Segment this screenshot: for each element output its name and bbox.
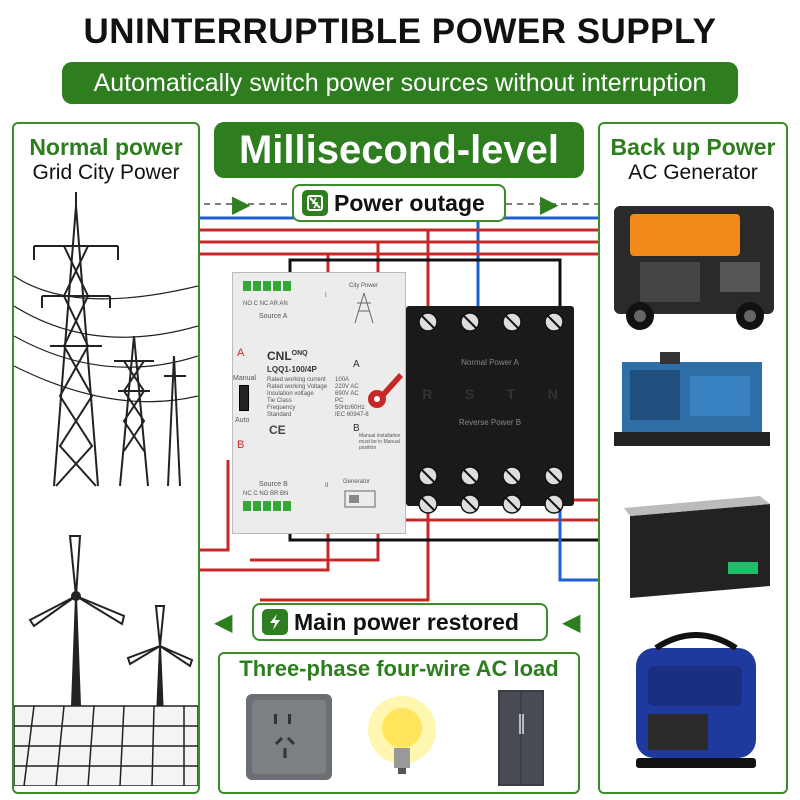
wall-socket-icon xyxy=(246,694,332,780)
backup-power-title: Back up Power xyxy=(610,134,776,160)
roman-two-label: II xyxy=(325,483,329,489)
millisecond-badge: Millisecond-level xyxy=(214,122,584,178)
arrow-left-icon: ◀ xyxy=(562,609,581,636)
source-a-label: Source A xyxy=(259,313,288,320)
install-note: Manual installation must be in Manual po… xyxy=(359,433,401,451)
terminal-labels-b: NC C NO BR BN xyxy=(243,491,289,497)
brand-logo: CNLONQ xyxy=(267,349,308,363)
terminal-screws xyxy=(418,312,564,514)
source-b-label: Source B xyxy=(259,481,288,488)
source-a-terminals xyxy=(243,281,291,291)
light-bulb-icon xyxy=(368,696,436,774)
normal-power-label: Normal Power A xyxy=(461,358,519,367)
power-outage-pill: Power outage xyxy=(292,184,506,222)
terminal-labels-a: NO C NC AR AN xyxy=(243,301,288,307)
arrow-right-icon: ▶ xyxy=(232,191,251,218)
arrow-right-icon: ▶ xyxy=(540,191,559,218)
power-off-icon xyxy=(302,190,328,216)
subtitle-banner: Automatically switch power sources witho… xyxy=(62,62,738,104)
load-illustrations xyxy=(246,690,544,786)
generator-label: Generator xyxy=(343,479,371,485)
manual-auto-switch[interactable] xyxy=(239,385,249,411)
lightning-icon xyxy=(262,609,288,635)
handle-label-b: B xyxy=(353,423,360,434)
ac-load-title: Three-phase four-wire AC load xyxy=(239,656,559,681)
inverter-icon xyxy=(624,496,770,598)
power-restored-label: Main power restored xyxy=(294,608,519,635)
page-title: UNINTERRUPTIBLE POWER SUPPLY xyxy=(83,12,717,51)
roman-one-label: I xyxy=(325,293,327,299)
backup-illustration xyxy=(614,206,774,768)
grid-illustration xyxy=(14,192,198,786)
normal-power-subtitle: Grid City Power xyxy=(32,161,180,184)
normal-power-panel: Normal power Grid City Power xyxy=(12,122,200,794)
backup-power-subtitle: AC Generator xyxy=(628,161,758,184)
solar-panel-icon xyxy=(14,705,198,786)
power-outage-label: Power outage xyxy=(334,189,485,216)
power-tower-icon xyxy=(14,192,198,487)
backup-power-panel: Back up Power AC Generator xyxy=(598,122,788,794)
handle-label-a: A xyxy=(353,359,360,370)
arrow-left-icon: ◀ xyxy=(214,609,233,636)
label-a: A xyxy=(237,347,245,359)
diesel-genset-icon xyxy=(614,352,770,446)
manual-label: Manual xyxy=(233,375,256,382)
generator-icon xyxy=(614,206,774,330)
refrigerator-icon xyxy=(498,690,544,786)
normal-power-title: Normal power xyxy=(29,134,183,160)
switch-handle-icon[interactable] xyxy=(359,369,405,419)
auto-label: Auto xyxy=(235,417,250,424)
ats-device: NO C NC AR AN Source A I City Power A Ma… xyxy=(232,272,578,534)
source-b-terminals xyxy=(243,501,291,511)
wind-turbine-icon xyxy=(28,535,194,717)
model-label: LQQ1-100/4P xyxy=(267,365,317,374)
ce-mark: CE xyxy=(269,423,286,437)
ats-control-module: NO C NC AR AN Source A I City Power A Ma… xyxy=(232,272,406,534)
spec-table: Rated working current Rated working Volt… xyxy=(267,377,369,418)
generator-mini-icon xyxy=(344,490,376,508)
tower-mini-icon xyxy=(354,292,374,324)
power-restored-pill: Main power restored xyxy=(252,603,548,641)
label-b: B xyxy=(237,439,245,451)
city-power-label: City Power xyxy=(349,283,379,289)
reverse-power-label: Reverse Power B xyxy=(458,418,522,427)
portable-generator-icon xyxy=(636,632,756,768)
